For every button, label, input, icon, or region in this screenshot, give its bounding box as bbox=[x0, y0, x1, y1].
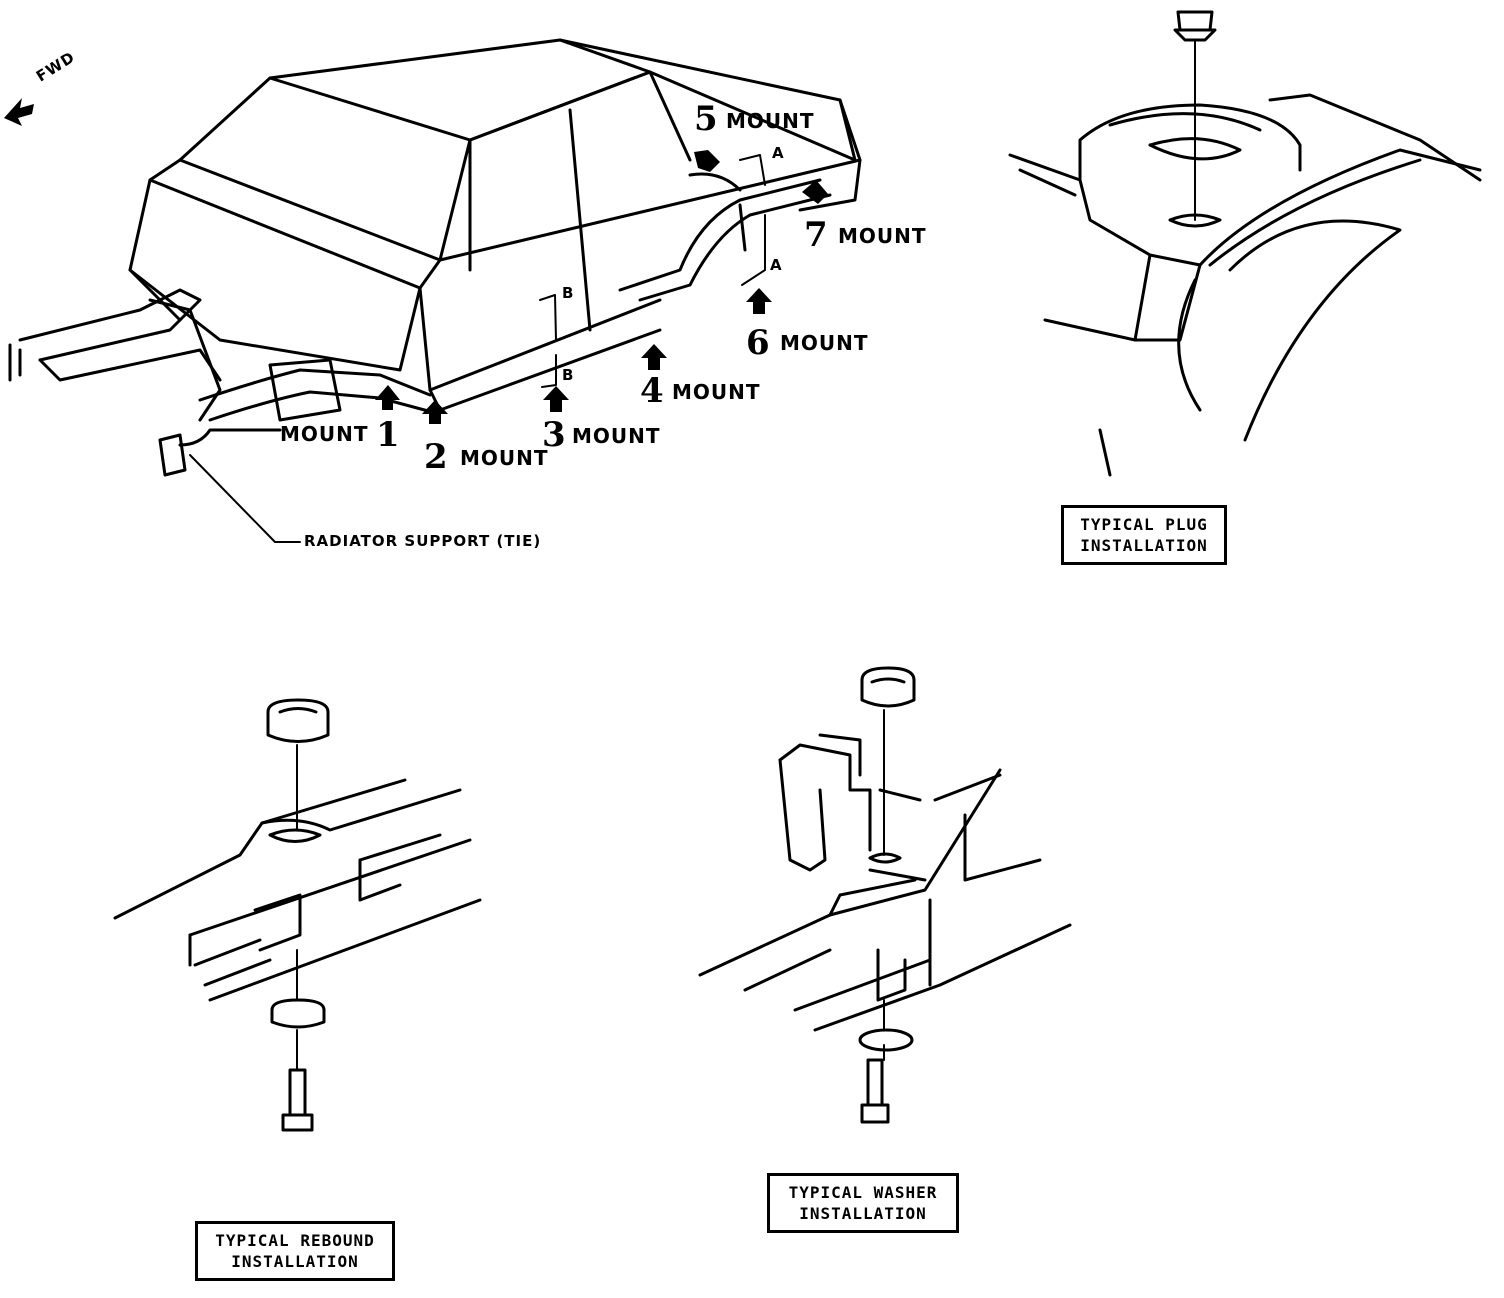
washer-icon bbox=[858, 666, 916, 1052]
mount-6-word: MOUNT bbox=[780, 331, 869, 355]
mount-3-word: MOUNT bbox=[572, 424, 661, 448]
section-marker-b-top: B bbox=[562, 284, 575, 302]
mount-1-word: MOUNT bbox=[280, 422, 369, 446]
rebound-installation-label: TYPICAL REBOUND INSTALLATION bbox=[195, 1221, 395, 1281]
mount-5-word: MOUNT bbox=[726, 109, 815, 133]
plug-installation-drawing bbox=[1008, 39, 1482, 477]
mount-arrow-icon bbox=[375, 150, 828, 424]
frame-rails bbox=[8, 172, 832, 477]
mount-6-number: 6 bbox=[746, 323, 771, 363]
mount-1-number: 1 bbox=[376, 415, 401, 455]
fwd-arrow-icon bbox=[4, 98, 34, 126]
mount-5-number: 5 bbox=[694, 99, 719, 139]
mount-7-word: MOUNT bbox=[838, 224, 927, 248]
plug-installation-label: TYPICAL PLUG INSTALLATION bbox=[1061, 505, 1227, 565]
mount-7-number: 7 bbox=[804, 215, 829, 255]
washer-label-line2: INSTALLATION bbox=[799, 1204, 927, 1223]
rebound-label-line2: INSTALLATION bbox=[231, 1252, 359, 1271]
cushion-icon bbox=[266, 698, 330, 1029]
plug-icon bbox=[1173, 10, 1217, 42]
radiator-leader-line bbox=[189, 454, 301, 543]
mount-3-number: 3 bbox=[542, 415, 567, 455]
rebound-label-line1: TYPICAL REBOUND bbox=[215, 1231, 375, 1250]
section-lines bbox=[539, 154, 766, 388]
mount-2-word: MOUNT bbox=[460, 446, 549, 470]
washer-installation-drawing bbox=[698, 709, 1072, 1061]
radiator-support-callout: RADIATOR SUPPORT (TIE) bbox=[304, 532, 542, 550]
mount-4-word: MOUNT bbox=[672, 380, 761, 404]
rebound-installation-drawing bbox=[113, 744, 482, 1071]
mount-2-number: 2 bbox=[424, 437, 449, 477]
bolt-icon bbox=[281, 1058, 890, 1132]
section-marker-a-bottom: A bbox=[770, 256, 783, 274]
section-marker-b-bottom: B bbox=[562, 366, 575, 384]
section-marker-a-top: A bbox=[772, 144, 785, 162]
washer-installation-label: TYPICAL WASHER INSTALLATION bbox=[767, 1173, 959, 1233]
plug-label-line2: INSTALLATION bbox=[1080, 536, 1208, 555]
plug-label-line1: TYPICAL PLUG bbox=[1080, 515, 1208, 534]
mount-4-number: 4 bbox=[640, 371, 665, 411]
washer-label-line1: TYPICAL WASHER bbox=[788, 1183, 938, 1202]
